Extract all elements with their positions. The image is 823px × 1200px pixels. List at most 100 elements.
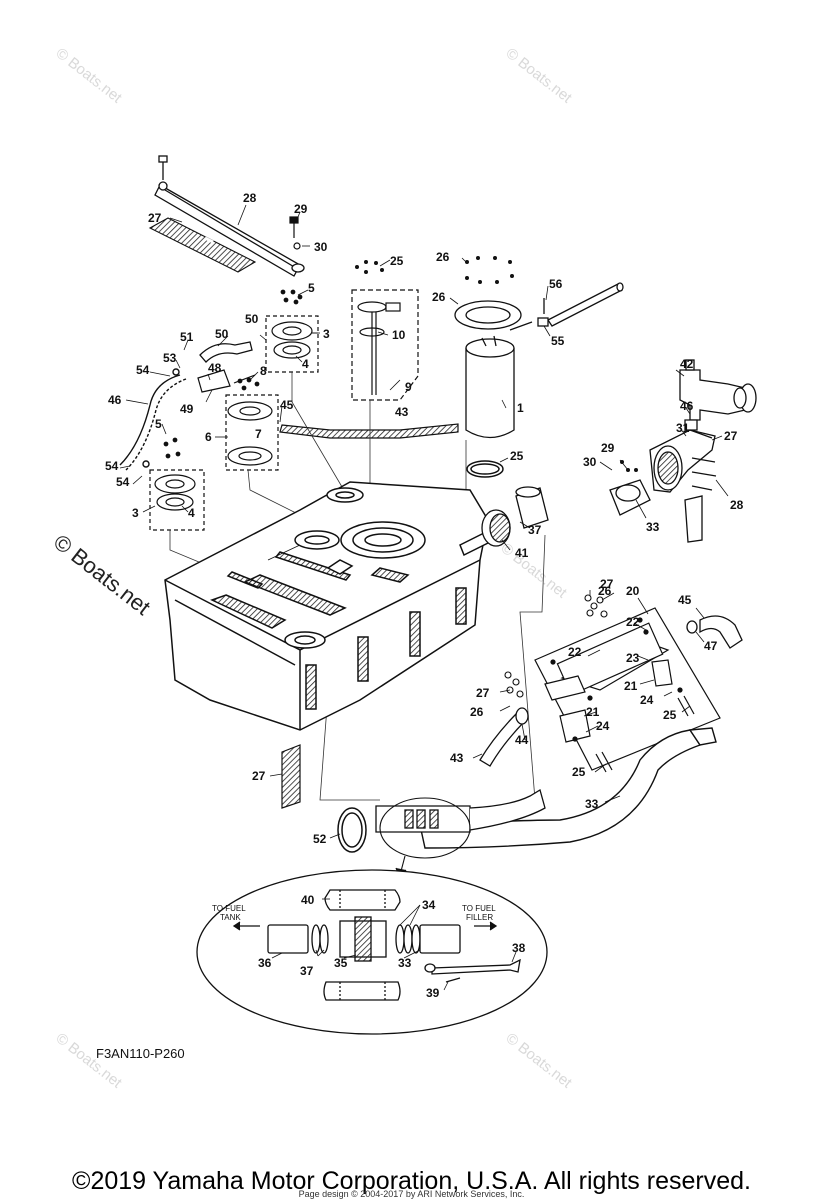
callout-43-lower: 44 <box>515 733 529 747</box>
part-plate-group-lower <box>149 437 205 531</box>
to-fuel-filler-line1: TO FUEL <box>462 904 496 913</box>
inset-detail <box>196 869 548 1035</box>
callout-48: 49 <box>180 402 194 416</box>
callout-33-main: 33 <box>585 797 599 811</box>
watermark-top-right: © Boats.net <box>503 45 576 107</box>
callout-19: 30 <box>314 240 328 254</box>
watermark-center: © Boats.net <box>498 540 571 602</box>
callout-leaders <box>119 204 729 991</box>
part-hose-44 <box>686 615 743 649</box>
part-hose-42-upper <box>279 423 459 439</box>
callout-27-top: 27 <box>600 577 614 591</box>
callout-35-inset: 35 <box>334 956 348 970</box>
part-pipe-55 <box>537 282 624 327</box>
callout-50-right: 50 <box>245 312 259 326</box>
callout-45: 46 <box>108 393 122 407</box>
callout-56: 56 <box>549 277 563 291</box>
callout-15: 27 <box>252 769 266 783</box>
callout-26-left: 26 <box>470 705 484 719</box>
part-fuel-sender-9 <box>351 289 419 401</box>
part-pad-16 <box>148 217 257 273</box>
part-ring-13 <box>454 300 522 330</box>
callout-20: 20 <box>626 584 640 598</box>
callout-27-left: 27 <box>476 686 490 700</box>
watermark-large: © Boats.net <box>49 529 155 620</box>
callout-31: 30 <box>583 455 597 469</box>
callout-46-top: 46 <box>680 399 694 413</box>
to-fuel-tank-line1: TO FUEL <box>212 904 246 913</box>
callout-29: 28 <box>730 498 744 512</box>
part-screws-30 <box>620 460 638 472</box>
part-clamp-51 <box>337 807 367 853</box>
part-screws-14 <box>465 256 514 284</box>
part-rail-17 <box>154 155 305 277</box>
callout-12: 25 <box>510 449 524 463</box>
part-hose-45 <box>119 368 187 471</box>
callout-36: 37 <box>528 523 542 537</box>
part-fuel-pump-1 <box>465 321 533 439</box>
part-screws-11 <box>355 260 384 274</box>
callout-25-bottom: 25 <box>572 765 586 779</box>
callout-24-mid: 24 <box>596 719 610 733</box>
page-design-text: Page design © 2004-2017 by ARI Network S… <box>298 1189 525 1199</box>
callout-21-mid: 21 <box>586 705 600 719</box>
to-fuel-filler-line2: FILLER <box>466 913 493 922</box>
callout-8: 8 <box>260 364 267 378</box>
callout-16: 27 <box>148 211 162 225</box>
callout-33-inset: 33 <box>398 956 412 970</box>
copyright-text: ©2019 Yamaha Motor Corporation, U.S.A. A… <box>72 1167 751 1195</box>
part-hose-lower-section <box>375 789 546 833</box>
callout-54-bottom: 54 <box>116 475 130 489</box>
callout-51: 52 <box>313 832 327 846</box>
callout-22-top: 22 <box>626 615 640 629</box>
callout-25-right: 25 <box>663 708 677 722</box>
part-canister-20 <box>534 607 721 771</box>
callout-labels: 28 27 29 30 25 26 26 56 55 10 9 1 25 37 … <box>96 191 744 1061</box>
watermark-top-left: © Boats.net <box>53 45 126 107</box>
callout-50-left: 51 <box>180 330 194 344</box>
callout-38: 38 <box>512 941 526 955</box>
callout-3-top: 3 <box>323 327 330 341</box>
part-bolt-18 <box>289 216 301 250</box>
part-bracket-47 <box>197 369 256 393</box>
callout-49: 50 <box>215 327 229 341</box>
callout-37-inset: 37 <box>300 964 314 978</box>
callout-4-lower: 4 <box>188 506 195 520</box>
part-plate-group-mid <box>225 377 279 471</box>
callout-7: 7 <box>255 427 262 441</box>
callout-54-top: 54 <box>136 363 150 377</box>
callout-41: 42 <box>680 357 694 371</box>
callout-17: 28 <box>243 191 257 205</box>
callout-47: 48 <box>208 361 222 375</box>
part-hose-42-lower <box>479 707 529 767</box>
callout-28: 27 <box>724 429 738 443</box>
callout-37: 41 <box>515 546 529 560</box>
callout-5-lower: 5 <box>155 417 162 431</box>
callout-1: 1 <box>517 401 524 415</box>
to-fuel-tank-line2: TANK <box>220 913 241 922</box>
watermark-bottom-right: © Boats.net <box>503 1030 576 1092</box>
callout-40: 40 <box>301 893 315 907</box>
callout-18: 29 <box>294 202 308 216</box>
callout-10: 10 <box>392 328 406 342</box>
callout-9: 9 <box>405 380 412 394</box>
part-clamp-37 <box>481 509 511 547</box>
callout-22-mid: 22 <box>568 645 582 659</box>
callout-53: 54 <box>105 459 119 473</box>
callout-30: 29 <box>601 441 615 455</box>
part-hose-filler <box>684 495 703 543</box>
part-filler-cap-41 <box>679 359 757 431</box>
callout-4-top: 4 <box>302 357 309 371</box>
part-fuel-tank <box>164 481 495 731</box>
part-clamp-34 <box>609 479 651 516</box>
part-hose-33 <box>419 727 717 849</box>
callout-26-top: 26 <box>598 584 612 598</box>
part-screws-25 <box>595 695 695 773</box>
part-hose-36 <box>515 486 549 529</box>
callout-5-top: 5 <box>308 281 315 295</box>
callout-23: 23 <box>626 651 640 665</box>
callout-14: 26 <box>436 250 450 264</box>
callout-11: 25 <box>390 254 404 268</box>
